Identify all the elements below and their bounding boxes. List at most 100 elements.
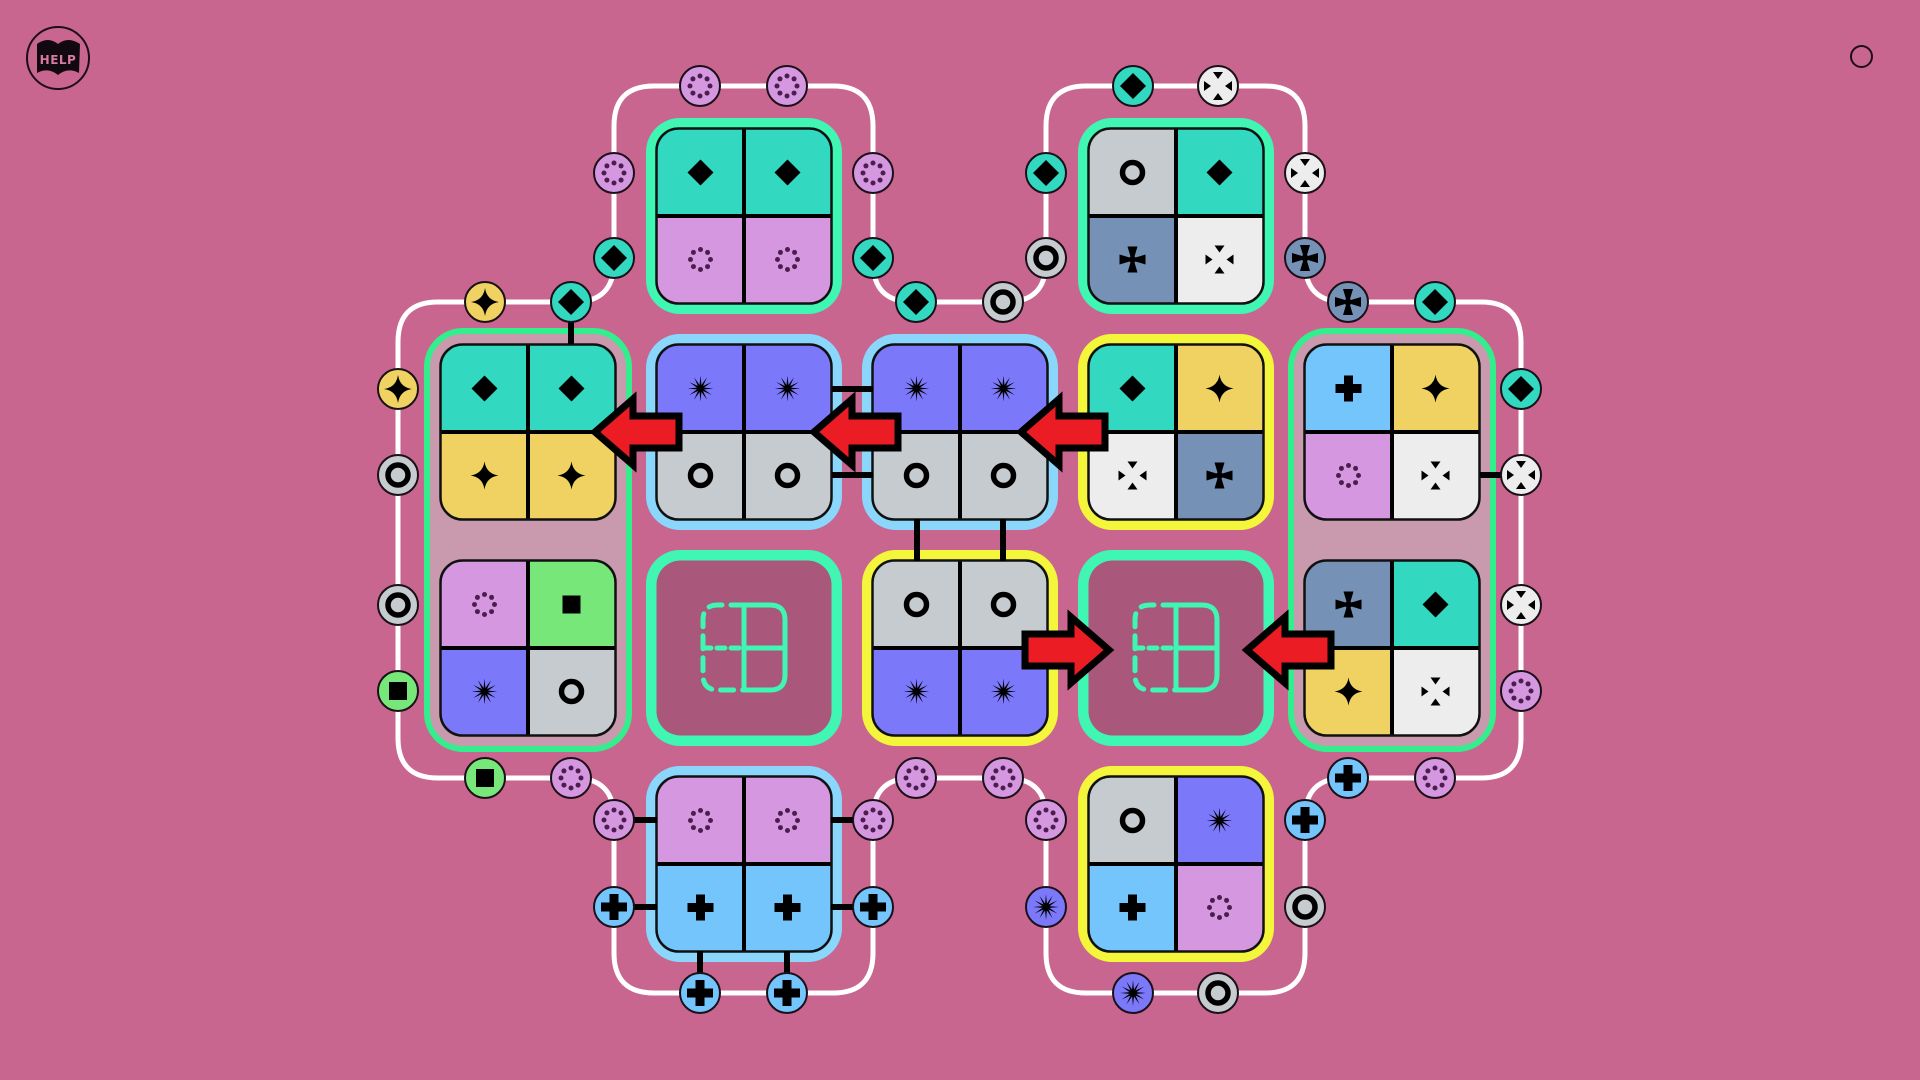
quad-background — [656, 432, 744, 520]
tile-quad — [1304, 432, 1392, 520]
help-label: HELP — [40, 53, 77, 67]
tile-quad — [440, 432, 528, 520]
tile-quad — [1392, 560, 1480, 648]
tile-quad — [528, 560, 616, 648]
merged-cell — [439, 559, 617, 737]
port-starburst — [1112, 972, 1154, 1014]
tile-quad — [656, 432, 744, 520]
empty-slot-slot-a[interactable] — [646, 550, 842, 746]
port-sparkle — [464, 281, 506, 323]
tile-quad — [744, 128, 832, 216]
tile-quad — [744, 344, 832, 432]
quad-outline — [655, 775, 833, 953]
tile-quad — [440, 648, 528, 736]
tile-quad — [656, 776, 744, 864]
port-starburst — [1025, 886, 1067, 928]
tile-quad — [1088, 216, 1176, 304]
square-icon — [476, 769, 494, 787]
tile-quad — [744, 864, 832, 952]
port-circle — [895, 757, 937, 799]
tile-quad — [1392, 344, 1480, 432]
tile-quad — [1176, 128, 1264, 216]
port-ring — [377, 584, 419, 626]
tile-quad — [1176, 432, 1264, 520]
port-diamond — [1414, 281, 1456, 323]
tile-mid-c[interactable] — [1078, 334, 1274, 530]
port-circle — [1197, 65, 1239, 107]
quad-background — [528, 648, 616, 736]
port-circle — [1025, 237, 1067, 279]
arrow-left-icon — [1241, 609, 1335, 691]
help-book-icon: HELP — [37, 40, 80, 75]
tile-quad — [440, 560, 528, 648]
square-icon — [562, 595, 581, 614]
quad-background — [744, 776, 832, 864]
quad-background — [744, 432, 832, 520]
tile-mid-b[interactable] — [862, 334, 1058, 530]
merged-tile-right[interactable] — [1288, 328, 1496, 752]
tile-quad — [1304, 648, 1392, 736]
port-dotted-ring — [593, 799, 635, 841]
quad-background — [960, 432, 1048, 520]
quad-background — [1392, 432, 1480, 520]
tile-quad — [960, 344, 1048, 432]
quad-background — [656, 216, 744, 304]
tile-quad — [1088, 432, 1176, 520]
tile-low-b[interactable] — [862, 550, 1058, 746]
tile-quad — [744, 432, 832, 520]
tile-quad — [872, 560, 960, 648]
tile-quad — [872, 344, 960, 432]
port-diamond — [1112, 65, 1154, 107]
tile-quad — [1176, 776, 1264, 864]
square-icon — [389, 682, 407, 700]
tile-top-a[interactable] — [646, 118, 842, 314]
help-button[interactable]: HELP — [26, 26, 90, 90]
port-square — [464, 757, 506, 799]
tile-mid-a[interactable] — [646, 334, 842, 530]
tile-quad — [1176, 344, 1264, 432]
port-dotted-ring — [852, 152, 894, 194]
port-ring — [1025, 237, 1067, 279]
port-plus — [766, 972, 808, 1014]
tile-quad — [528, 344, 616, 432]
merged-tile-left[interactable] — [424, 328, 632, 752]
port-inward-triangles — [1197, 65, 1239, 107]
port-circle — [377, 584, 419, 626]
tile-quad — [1088, 864, 1176, 952]
port-circle — [1414, 757, 1456, 799]
quad-background — [440, 560, 528, 648]
arrow-right-icon — [1021, 609, 1115, 691]
quad-background — [1088, 432, 1176, 520]
tile-quad — [1088, 344, 1176, 432]
port-circle — [377, 454, 419, 496]
tile-quad — [960, 648, 1048, 736]
quad-background — [744, 216, 832, 304]
tile-layer — [424, 118, 1496, 962]
tile-bot-b[interactable] — [1078, 766, 1274, 962]
quad-background — [872, 432, 960, 520]
quad-outline — [1087, 127, 1265, 305]
tile-quad — [656, 864, 744, 952]
quad-outline — [1303, 343, 1481, 521]
port-inward-triangles — [1500, 584, 1542, 626]
tile-bot-a[interactable] — [646, 766, 842, 962]
quad-outline — [439, 559, 617, 737]
port-cross-pattee — [1284, 237, 1326, 279]
tile-quad — [656, 344, 744, 432]
port-circle — [982, 281, 1024, 323]
port-dotted-ring — [766, 65, 808, 107]
arrow-left-icon — [589, 391, 683, 473]
port-dotted-ring — [1025, 799, 1067, 841]
port-diamond — [550, 281, 592, 323]
menu-circle-button[interactable] — [1850, 45, 1873, 68]
arrow-layer — [589, 391, 1335, 691]
empty-slot-slot-b[interactable] — [1078, 550, 1274, 746]
tile-top-b[interactable] — [1078, 118, 1274, 314]
port-circle — [852, 799, 894, 841]
tile-quad — [440, 344, 528, 432]
arrow-left-icon — [808, 391, 902, 473]
port-dotted-ring — [550, 757, 592, 799]
connector-layer — [568, 322, 1501, 973]
port-dotted-ring — [1500, 670, 1542, 712]
port-dotted-ring — [895, 757, 937, 799]
